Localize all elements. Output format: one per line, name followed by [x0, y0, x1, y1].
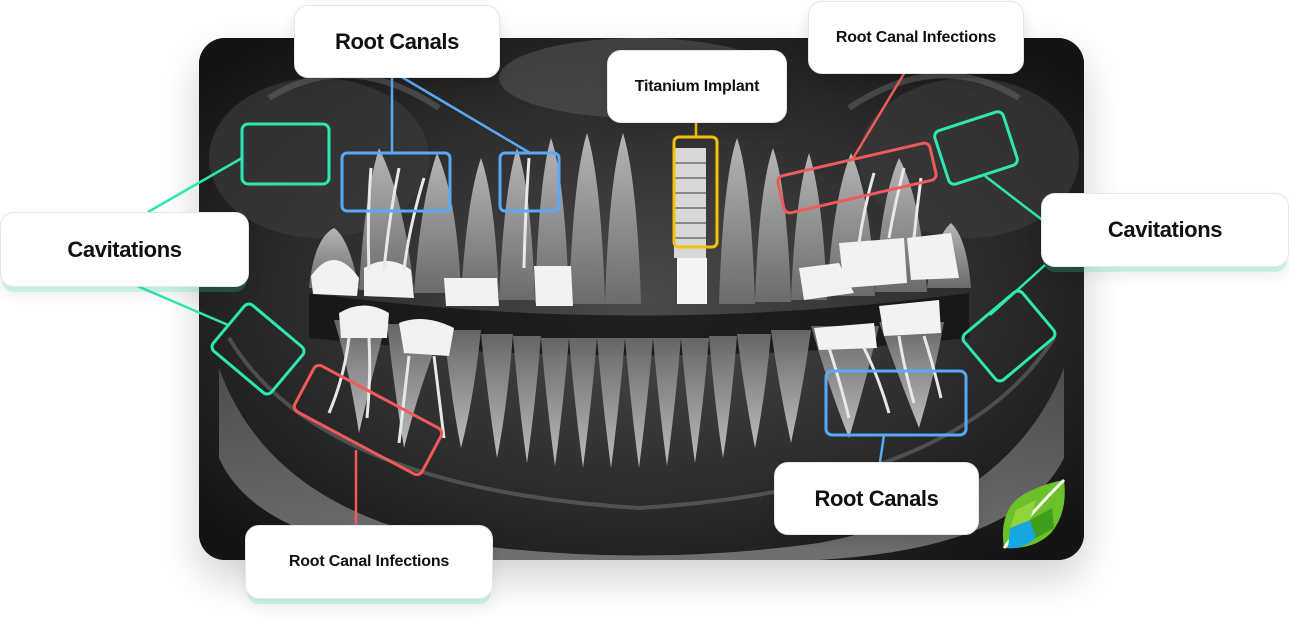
- label-titanium-implant: Titanium Implant: [607, 50, 787, 123]
- label-root-canal-infections-top: Root Canal Infections: [808, 1, 1024, 74]
- label-cavitations-left: Cavitations: [0, 212, 249, 287]
- label-root-canals-top: Root Canals: [294, 5, 500, 78]
- label-cavitations-right: Cavitations: [1041, 193, 1289, 267]
- label-root-canal-infections-bottom: Root Canal Infections: [245, 525, 493, 599]
- label-root-canals-bottom: Root Canals: [774, 462, 979, 535]
- leaf-logo-icon: [1002, 478, 1066, 549]
